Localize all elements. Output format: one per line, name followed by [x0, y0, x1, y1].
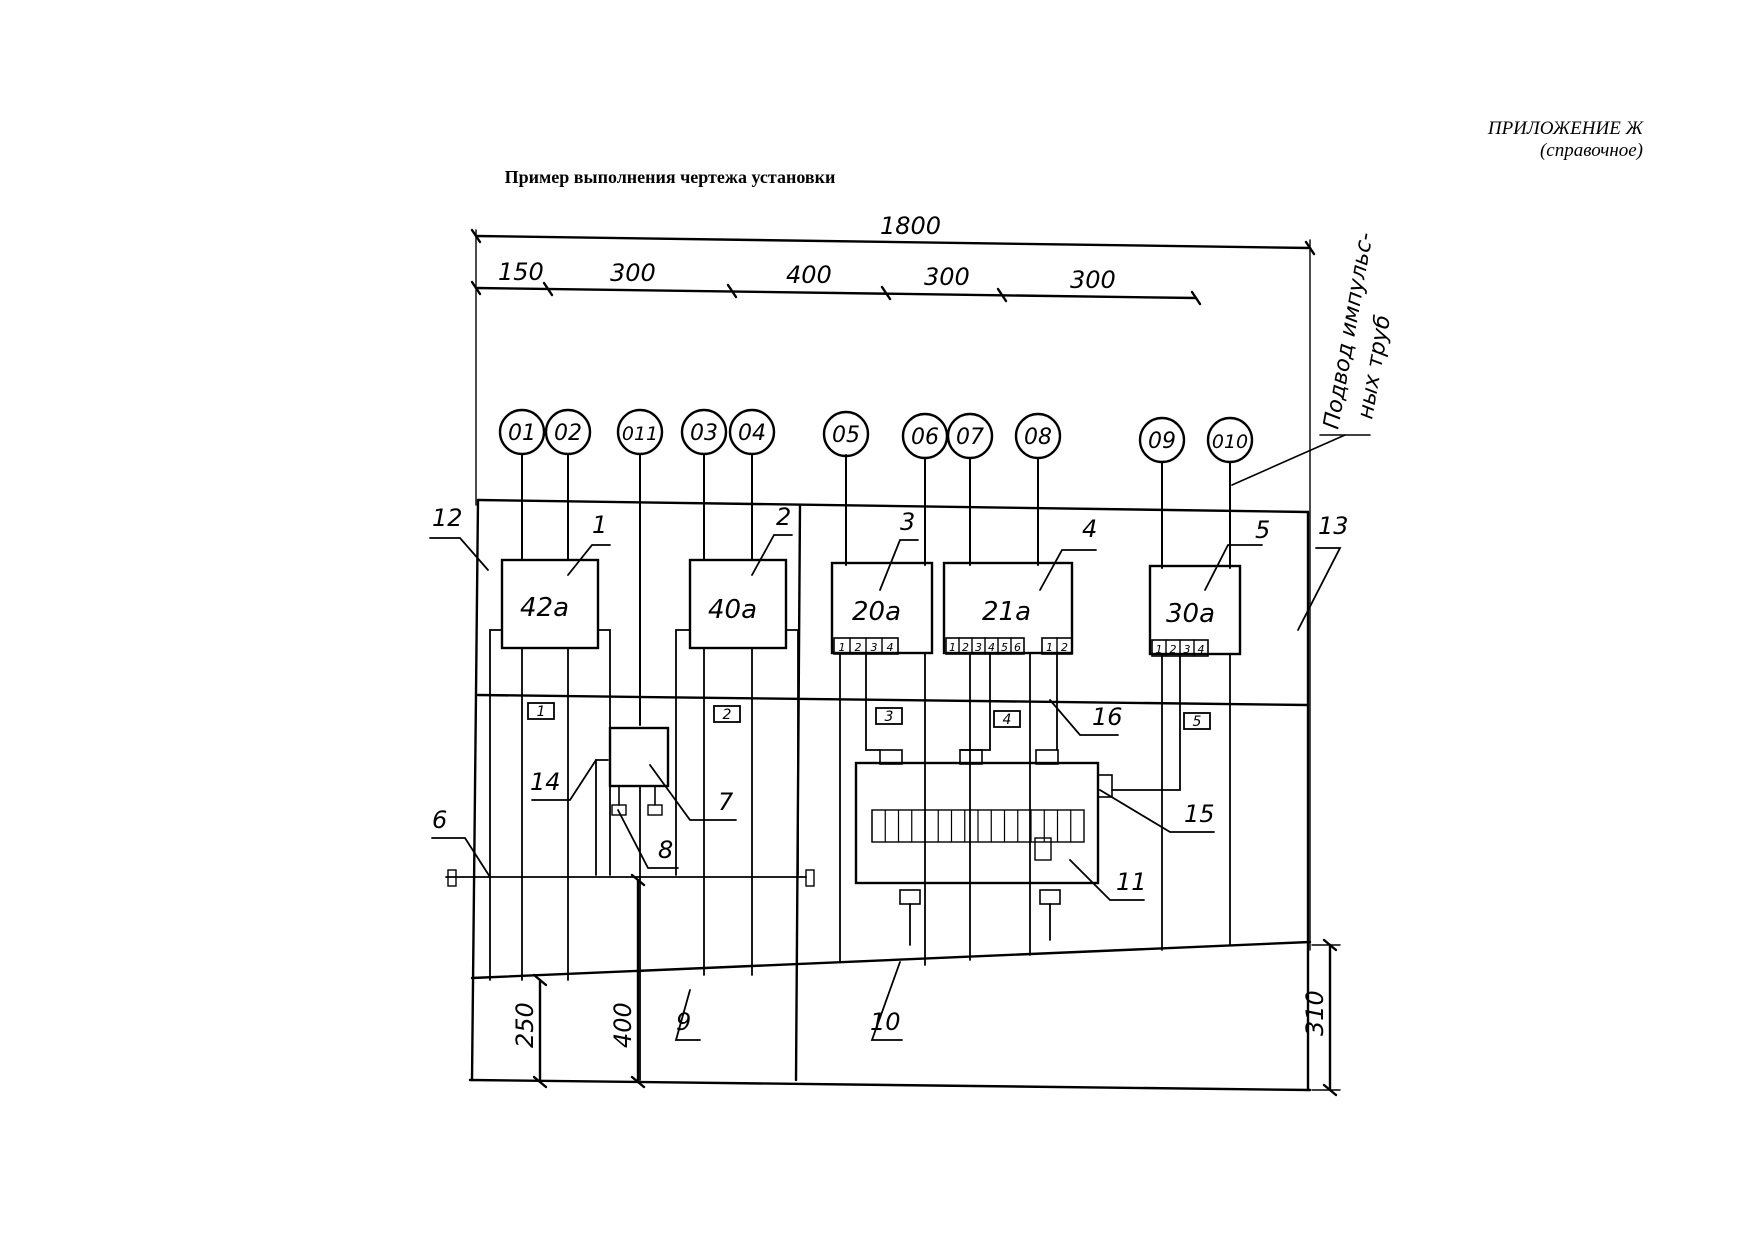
instrument-circle-010: [1206, 416, 1254, 464]
instrument-circle-08: [1014, 412, 1062, 460]
appendix-header: ПРИЛОЖЕНИЕ Ж (справочное): [1488, 118, 1643, 162]
terminal-number-2-2: 2: [962, 641, 969, 654]
callout-13: 13: [1318, 512, 1349, 540]
connector-label-1: 1: [537, 704, 546, 720]
instrument-label-010: 010: [1212, 431, 1248, 453]
terminal-number-4-4: 4: [1198, 643, 1205, 656]
instrument-circle-04: [728, 408, 776, 456]
instrument-circle-09: [1138, 416, 1186, 464]
instrument-label-02: 02: [554, 421, 582, 446]
terminal-number-3-2: 2: [1061, 641, 1068, 654]
callout-8: 8: [658, 836, 673, 864]
panel-frame: [468, 498, 1312, 1092]
appendix-note: (справочное): [1539, 140, 1643, 161]
connector-box-1: [527, 702, 555, 720]
connector-box-2: [713, 705, 741, 723]
terminal-number-4-1: 1: [1156, 643, 1163, 656]
callout-7: 7: [718, 788, 734, 816]
instrument-circle-03: [680, 408, 728, 456]
terminal-number-4-3: 3: [1184, 643, 1191, 656]
connector-box-3: [875, 707, 903, 725]
device-label-40a: 40a: [708, 595, 757, 625]
dim-height-250: 250: [511, 1002, 539, 1048]
page-title: Пример выполнения чертежа установки: [504, 167, 836, 187]
instrument-label-03: 03: [690, 421, 718, 446]
instrument-circle-07: [946, 412, 994, 460]
callout-16: 16: [1092, 703, 1123, 731]
terminal-cells: [871, 809, 1072, 843]
device-label-20a: 20a: [852, 597, 901, 627]
dim-segment-3: 400: [786, 261, 832, 289]
instrument-circle-01: [498, 408, 546, 456]
instrument-circle-05: [822, 410, 870, 458]
connector-label-2: 2: [723, 707, 732, 723]
connector-box-4: [993, 710, 1021, 728]
terminal-number-1-2: 2: [855, 641, 862, 654]
instrument-label-09: 09: [1148, 429, 1176, 454]
instrument-label-011: 011: [622, 423, 658, 445]
device-label-21a: 21a: [982, 597, 1031, 627]
dim-segment-4: 300: [924, 263, 970, 291]
terminal-number-2-5: 5: [1001, 641, 1008, 654]
appendix-label: ПРИЛОЖЕНИЕ Ж: [1487, 118, 1643, 139]
terminal-number-2-3: 3: [975, 641, 982, 654]
dim-total-width: 1800: [880, 212, 941, 240]
callout-leaders: [429, 534, 1342, 1041]
connector-box-5: [1183, 712, 1211, 730]
terminal-number-2-4: 4: [988, 641, 995, 654]
instrument-circle-02: [544, 408, 592, 456]
dim-segment-2: 300: [610, 259, 656, 287]
instrument-label-04: 04: [738, 421, 766, 446]
connector-boxes: [527, 702, 1211, 730]
callout-1: 1: [592, 511, 607, 539]
dimension-lines: [470, 228, 1341, 1097]
terminal-number-2-1: 1: [949, 641, 956, 654]
instrument-circle-011: [616, 408, 664, 456]
connector-label-3: 3: [885, 709, 894, 725]
terminal-number-2-6: 6: [1014, 641, 1021, 654]
instrument-circles: [498, 408, 1254, 464]
instrument-label-01: 01: [508, 421, 536, 446]
callout-3: 3: [900, 508, 915, 536]
dim-height-310: 310: [1301, 990, 1329, 1036]
dim-height-400: 400: [609, 1002, 637, 1048]
dim-segment-5: 300: [1070, 266, 1116, 294]
callout-14: 14: [530, 768, 561, 796]
dim-segment-1: 150: [498, 258, 544, 286]
terminal-number-1-1: 1: [839, 641, 846, 654]
terminal-number-1-4: 4: [887, 641, 894, 654]
device-boxes: [500, 558, 1242, 905]
callout-12: 12: [432, 504, 463, 532]
connector-label-5: 5: [1193, 714, 1202, 730]
callout-6: 6: [432, 806, 447, 834]
instrument-label-08: 08: [1024, 425, 1052, 450]
callout-9: 9: [676, 1008, 691, 1036]
instrument-leads: [521, 434, 1371, 726]
terminal-number-4-2: 2: [1170, 643, 1177, 656]
callout-11: 11: [1116, 868, 1147, 896]
instrument-label-05: 05: [832, 423, 860, 448]
callout-15: 15: [1184, 800, 1215, 828]
device-label-42a: 42a: [520, 593, 569, 623]
terminal-number-1-3: 3: [871, 641, 878, 654]
device-label-30a: 30a: [1166, 599, 1215, 629]
callout-4: 4: [1082, 515, 1097, 543]
callout-2: 2: [776, 503, 791, 531]
instrument-label-07: 07: [956, 425, 984, 450]
instrument-label-06: 06: [911, 425, 939, 450]
piping-lines: [445, 629, 1231, 1081]
callout-5: 5: [1255, 516, 1270, 544]
connector-label-4: 4: [1003, 712, 1012, 728]
callout-10: 10: [870, 1008, 901, 1036]
terminal-number-3-1: 1: [1046, 641, 1053, 654]
